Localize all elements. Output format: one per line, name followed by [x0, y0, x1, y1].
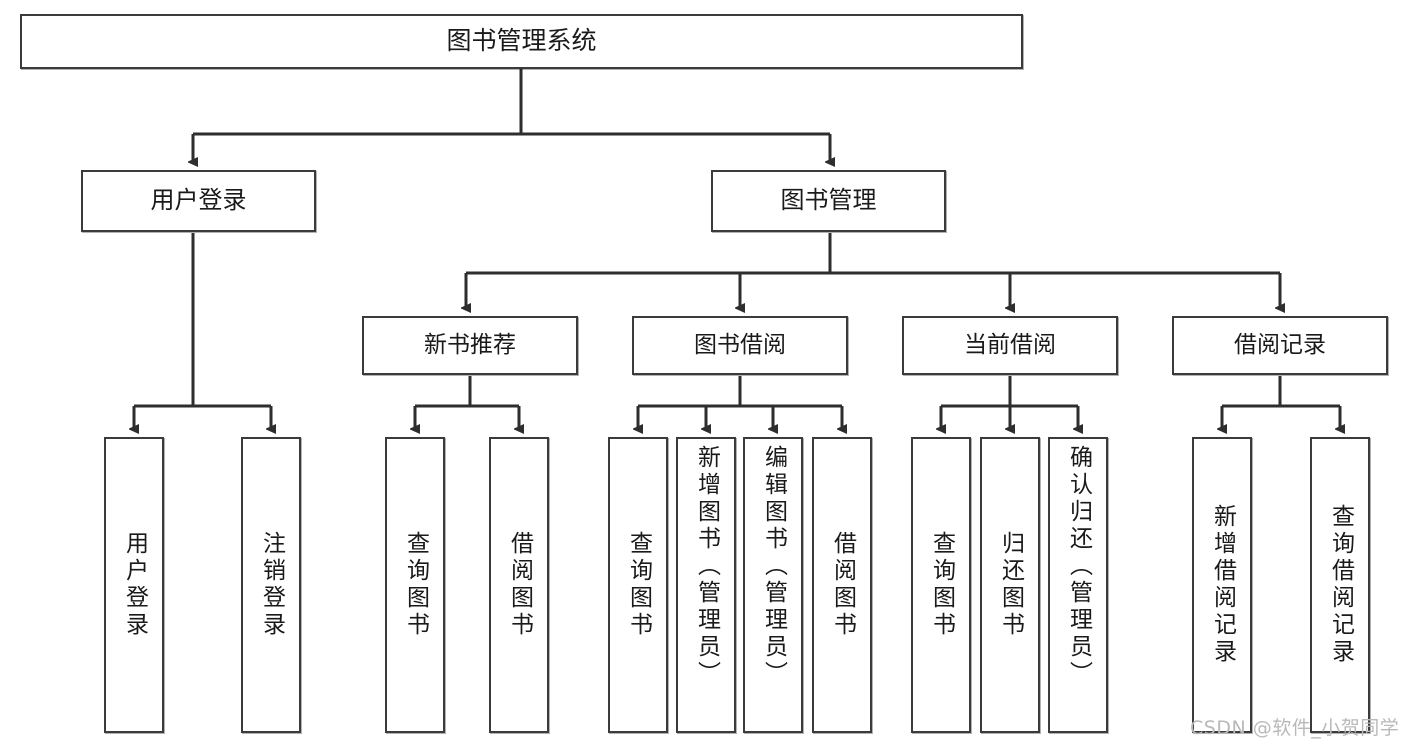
- node-new-book-recommend[interactable]: 新书推荐: [362, 316, 578, 375]
- leaf-borrow-book-borrow[interactable]: 借阅图书: [812, 437, 872, 733]
- node-borrow-record[interactable]: 借阅记录: [1172, 316, 1388, 375]
- node-label: 新增借阅记录: [1209, 504, 1236, 666]
- node-book-manage[interactable]: 图书管理: [711, 170, 946, 232]
- node-label: 用户登录: [121, 531, 148, 639]
- leaf-query-book-recommend[interactable]: 查询图书: [385, 437, 445, 733]
- node-label: 新增图书（管理员）: [693, 445, 720, 688]
- node-label: 编辑图书（管理员）: [760, 445, 787, 688]
- leaf-user-login[interactable]: 用户登录: [104, 437, 164, 733]
- leaf-logout-login[interactable]: 注销登录: [241, 437, 301, 733]
- node-user-login[interactable]: 用户登录: [81, 170, 316, 232]
- node-label: 查询借阅记录: [1327, 504, 1354, 666]
- node-label: 借阅记录: [1234, 332, 1326, 359]
- leaf-add-book-admin[interactable]: 新增图书（管理员）: [676, 437, 736, 733]
- node-label: 注销登录: [258, 531, 285, 639]
- leaf-confirm-return-admin[interactable]: 确认归还（管理员）: [1048, 437, 1108, 733]
- node-label: 图书借阅: [694, 332, 786, 359]
- watermark-text: CSDN @软件_小贺同学: [1190, 717, 1400, 739]
- node-label: 当前借阅: [964, 332, 1056, 359]
- node-label: 用户登录: [150, 186, 247, 215]
- leaf-edit-book-admin[interactable]: 编辑图书（管理员）: [743, 437, 803, 733]
- node-label: 新书推荐: [424, 332, 516, 359]
- node-book-borrow[interactable]: 图书借阅: [632, 316, 848, 375]
- node-label: 查询图书: [625, 531, 652, 639]
- leaf-query-book-current[interactable]: 查询图书: [911, 437, 971, 733]
- leaf-return-book[interactable]: 归还图书: [980, 437, 1040, 733]
- node-label: 查询图书: [402, 531, 429, 639]
- node-root-system[interactable]: 图书管理系统: [20, 14, 1023, 69]
- leaf-query-borrow-record[interactable]: 查询借阅记录: [1310, 437, 1370, 733]
- node-label: 确认归还（管理员）: [1065, 445, 1092, 688]
- node-label: 查询图书: [928, 531, 955, 639]
- leaf-query-book-borrow[interactable]: 查询图书: [608, 437, 668, 733]
- leaf-add-borrow-record[interactable]: 新增借阅记录: [1192, 437, 1252, 733]
- leaf-borrow-book-recommend[interactable]: 借阅图书: [489, 437, 549, 733]
- node-label: 借阅图书: [506, 531, 533, 639]
- node-label: 图书管理系统: [446, 26, 597, 56]
- node-current-borrow[interactable]: 当前借阅: [902, 316, 1118, 375]
- node-label: 借阅图书: [829, 531, 856, 639]
- node-label: 归还图书: [997, 531, 1024, 639]
- node-label: 图书管理: [780, 186, 877, 215]
